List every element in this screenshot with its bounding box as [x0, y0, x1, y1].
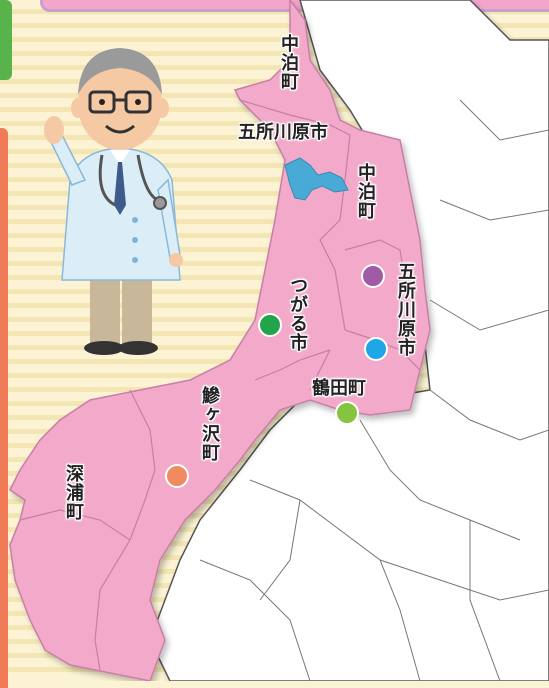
doctor-character [44, 48, 183, 355]
region-pink [9, 0, 431, 681]
left-tab-orange [0, 128, 8, 688]
label-goshogawara-east: 五所川原市 [395, 262, 416, 357]
right-hand [169, 253, 183, 267]
lightgreen-dot [335, 401, 359, 425]
right-leg [122, 270, 152, 345]
face [78, 60, 162, 150]
glasses-left [88, 90, 116, 114]
left-tab-green [0, 0, 12, 80]
glasses-right [124, 90, 152, 114]
waving-hand [44, 116, 64, 144]
hair [78, 48, 162, 95]
orange-dot [165, 464, 189, 488]
label-nakadomari-north: 中泊町 [278, 34, 299, 91]
label-goshogawara-west: 五所川原市 [238, 122, 328, 143]
blue-dot [364, 337, 388, 361]
right-shoe [118, 341, 158, 355]
purple-dot [361, 264, 385, 288]
label-tsuruta: 鶴田町 [312, 378, 366, 399]
label-nakadomari-mid: 中泊町 [355, 163, 376, 220]
left-leg [90, 270, 120, 345]
necktie [114, 162, 126, 215]
label-tsugaru: つがる市 [287, 276, 308, 352]
label-ajigasawa: 鰺ヶ沢町 [199, 386, 220, 462]
label-fukaura: 深浦町 [63, 464, 84, 521]
lake-jusan [284, 157, 349, 201]
smile [105, 124, 135, 134]
green-dot [258, 313, 282, 337]
prefecture-boundaries [199, 99, 549, 681]
left-shoe [84, 341, 124, 355]
